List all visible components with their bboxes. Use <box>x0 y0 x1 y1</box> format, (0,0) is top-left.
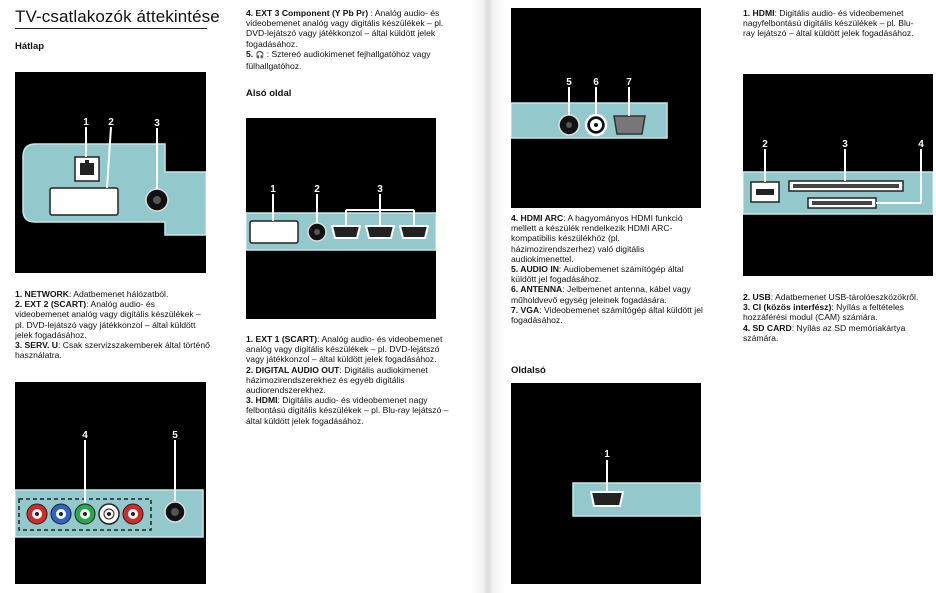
list-item: 3. HDMI: Digitális audio- és videobemene… <box>246 395 451 426</box>
callout-label: 5 <box>172 430 178 441</box>
callout-label: 4 <box>82 430 88 441</box>
vga-port <box>613 115 646 135</box>
item-label: 2. EXT 2 (SCART) <box>15 299 87 310</box>
figure-side-hdmi: 1 <box>511 383 701 584</box>
item-text: : Audiobemenet számítógép által küldött … <box>511 264 684 285</box>
list-item: 2. EXT 2 (SCART): Analóg audio- és video… <box>15 299 210 340</box>
item-text: : Analóg audio- és videobemenet analóg v… <box>246 334 443 365</box>
item-text: : Videobemenet számítógép által küldött … <box>511 304 703 326</box>
item-text: : Sztereó audiokimenet fejhallgatóhoz va… <box>246 48 431 72</box>
headphones-icon: 🎧 <box>255 51 265 59</box>
item-label: 3. SERV. U <box>15 340 58 351</box>
list-item: 4. HDMI ARC: A hagyományos HDMI funkció … <box>511 213 706 264</box>
callout-label: 3 <box>377 184 383 195</box>
item-text: : Nyílás az SD memóriakártya számára. <box>743 322 906 343</box>
section-heading-back: Hátlap <box>15 41 45 52</box>
scart-port <box>49 187 119 216</box>
item-text: : Csak szervizszakemberek által történő … <box>15 340 210 361</box>
item-label: 1. NETWORK <box>15 289 69 299</box>
callout-label: 7 <box>626 77 632 88</box>
callout-label: 2 <box>762 139 768 150</box>
callout-label: 1 <box>604 449 610 460</box>
callout-label: 4 <box>918 139 924 150</box>
hdmi-port <box>589 491 625 507</box>
item-label: 2. USB <box>743 292 771 302</box>
figure-bottom-connectors: 1 2 3 <box>246 118 436 319</box>
item-text: : Digitális audio- és videobemenet nagyf… <box>743 8 914 39</box>
item-label: 4. HDMI ARC <box>511 213 564 223</box>
figure-side-connectors: 2 3 4 <box>743 74 933 276</box>
item-label: 2. DIGITAL AUDIO OUT <box>246 364 340 375</box>
list-item: 4. EXT 3 Component (Y Pb Pr) : Analóg au… <box>246 8 458 49</box>
callout-label: 2 <box>314 184 320 195</box>
col3-description: 4. HDMI ARC: A hagyományos HDMI funkció … <box>511 213 706 325</box>
callout-label: 3 <box>842 139 848 150</box>
item-label: 5. AUDIO IN <box>511 264 559 275</box>
list-item: 3. CI (közös interfész): Nyílás a feltét… <box>743 302 928 322</box>
callout-label: 1 <box>270 184 276 195</box>
item-text: : Jelbemenet antenna, kábel vagy műholdv… <box>511 284 691 305</box>
list-item: 5. AUDIO IN: Audiobemenet számítógép ált… <box>511 264 706 284</box>
col4-top-description: 1. HDMI: Digitális audio- és videobemene… <box>743 8 923 39</box>
item-text: : Analóg audio- és videobemenet analóg v… <box>15 299 201 340</box>
list-item: 2. DIGITAL AUDIO OUT: Digitális audiokim… <box>246 365 451 396</box>
item-label: 4. EXT 3 Component (Y Pb Pr) <box>246 8 369 18</box>
hdmi-port <box>398 225 430 239</box>
list-item: 2. USB: Adatbemenet USB-tárolóeszközökrő… <box>743 292 928 302</box>
callout-label: 3 <box>154 118 160 129</box>
scart-port <box>249 220 299 244</box>
callout-label: 2 <box>108 117 114 128</box>
col1-description: 1. NETWORK: Adatbemenet hálózatból. 2. E… <box>15 289 210 360</box>
list-item: 5. 🎧 : Sztereó audiokimenet fejhallgatóh… <box>246 49 458 71</box>
figure-back-connectors-top: 1 2 3 <box>15 72 206 273</box>
list-item: 4. SD CARD: Nyílás az SD memóriakártya s… <box>743 323 928 343</box>
col2-bottom-description: 1. EXT 1 (SCART): Analóg audio- és video… <box>246 334 451 426</box>
section-heading-side: Oldalsó <box>511 365 546 376</box>
list-item: 1. HDMI: Digitális audio- és videobemene… <box>743 8 923 39</box>
callout-line <box>106 126 112 189</box>
item-label: 1. HDMI <box>743 8 775 18</box>
item-text: : Nyílás a feltételes hozzáférési modul … <box>743 302 904 323</box>
callout-label: 6 <box>593 77 599 88</box>
hdmi-port <box>330 225 362 239</box>
section-heading-bottom: Alsó oldal <box>246 88 292 99</box>
page-gutter <box>471 0 505 593</box>
item-text: : Digitális audio- és videobemenet nagy … <box>246 395 449 426</box>
item-label: 3. CI (közös interfész) <box>743 302 832 313</box>
figure-back-connectors-bottom: 4 5 <box>15 382 206 584</box>
col2-top-description: 4. EXT 3 Component (Y Pb Pr) : Analóg au… <box>246 8 458 71</box>
item-label: 3. HDMI <box>246 395 278 406</box>
item-label: 7. VGA <box>511 304 540 315</box>
page-title: TV-csatlakozók áttekintése <box>15 7 220 26</box>
list-item: 1. EXT 1 (SCART): Analóg audio- és video… <box>246 334 451 365</box>
hdmi-port <box>364 225 396 239</box>
callout-label: 5 <box>566 77 572 88</box>
list-item: 1. NETWORK: Adatbemenet hálózatból. <box>15 289 210 299</box>
item-text: : Adatbemenet USB-tárolóeszközökről. <box>770 292 919 302</box>
item-label: 6. ANTENNA <box>511 284 563 295</box>
item-text: : Digitális audiokimenet házimozirendsze… <box>246 364 428 396</box>
item-label: 5. <box>246 48 256 59</box>
item-label: 1. EXT 1 (SCART) <box>246 334 318 344</box>
col4-bottom-description: 2. USB: Adatbemenet USB-tárolóeszközökrő… <box>743 292 928 343</box>
list-item: 7. VGA: Videobemenet számítógép által kü… <box>511 305 706 325</box>
item-label: 4. SD CARD <box>743 322 792 333</box>
callout-label: 1 <box>83 117 89 128</box>
item-text: : Adatbemenet hálózatból. <box>68 289 169 299</box>
item-text: : Analóg audio- és videobemenet analóg v… <box>246 8 444 49</box>
network-port-socket <box>80 163 94 175</box>
item-text: : A hagyományos HDMI funkció mellett a k… <box>511 213 683 264</box>
figure-middle-connectors: 5 6 7 <box>511 8 701 208</box>
list-item: 3. SERV. U: Csak szervizszakemberek álta… <box>15 340 210 360</box>
list-item: 6. ANTENNA: Jelbemenet antenna, kábel va… <box>511 284 706 304</box>
title-rule <box>15 28 207 29</box>
